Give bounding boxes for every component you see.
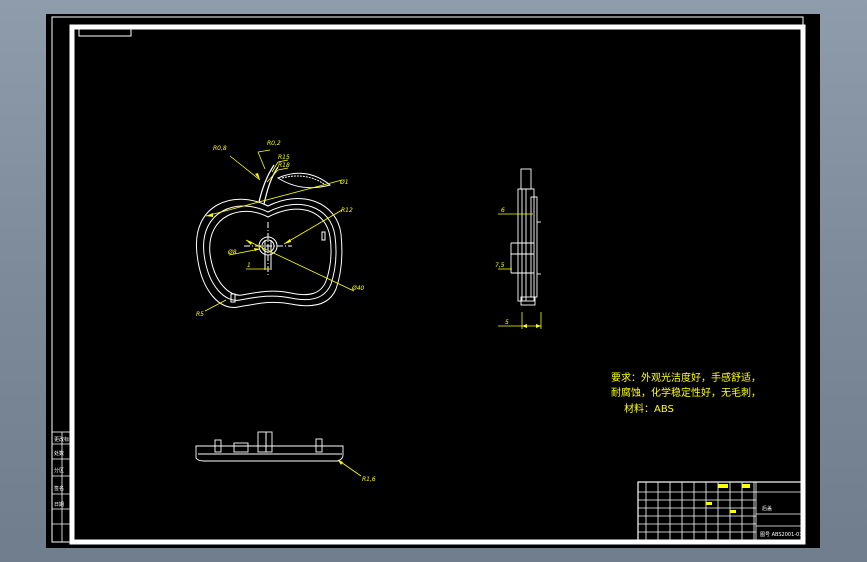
title-block xyxy=(637,481,803,542)
dim-1: 1 xyxy=(247,262,251,269)
strip-label-5: 日期 xyxy=(54,502,64,508)
dim-5: 5 xyxy=(505,319,509,326)
side-view-arrows xyxy=(522,324,541,328)
dim-d40: Ø40 xyxy=(351,285,365,292)
title-part-name: 后盖 xyxy=(762,505,772,512)
dim-7-5: 7,5 xyxy=(495,262,505,269)
bottom-view xyxy=(195,431,344,462)
strip-label-4: 签名 xyxy=(54,485,64,492)
strip-label-2: 处数 xyxy=(54,450,64,457)
dim-6: 6 xyxy=(501,207,505,214)
dim-r08: R0,8 xyxy=(213,145,227,152)
sheet-frame xyxy=(51,16,806,545)
requirement-line-3: 材料：ABS xyxy=(624,402,674,415)
front-view-leaders xyxy=(204,149,362,477)
requirement-line-2: 耐腐蚀，化学稳定性好，无毛刺， xyxy=(611,386,761,399)
title-owner: 图号 ABS2001-01 xyxy=(760,532,802,538)
side-view xyxy=(510,168,541,306)
dim-d1: Ø1 xyxy=(339,179,349,186)
dim-r16: R1,6 xyxy=(362,476,376,483)
dim-r15: R15 xyxy=(278,154,290,161)
dim-r12: R12 xyxy=(341,207,353,214)
side-view-dims xyxy=(498,213,542,329)
dim-r02: R0,2 xyxy=(267,140,281,147)
dim-r18: R18 xyxy=(278,162,290,169)
requirement-line-1: 要求：外观光洁度好，手感舒适， xyxy=(611,371,761,384)
left-revision-strip xyxy=(51,431,73,543)
dim-r5: R5 xyxy=(196,311,204,318)
dim-d8: Ø8 xyxy=(227,249,237,256)
strip-label-3: 分区 xyxy=(54,467,64,474)
front-view-arrows xyxy=(206,173,343,465)
strip-label-1: 更改标记 xyxy=(54,436,74,443)
title-block-highlights xyxy=(706,484,750,513)
front-view-apple xyxy=(195,164,343,309)
drawing-sheet: 更改标记 处数 分区 签名 日期 xyxy=(46,14,820,548)
cad-drawing: 更改标记 处数 分区 签名 日期 xyxy=(51,16,806,545)
